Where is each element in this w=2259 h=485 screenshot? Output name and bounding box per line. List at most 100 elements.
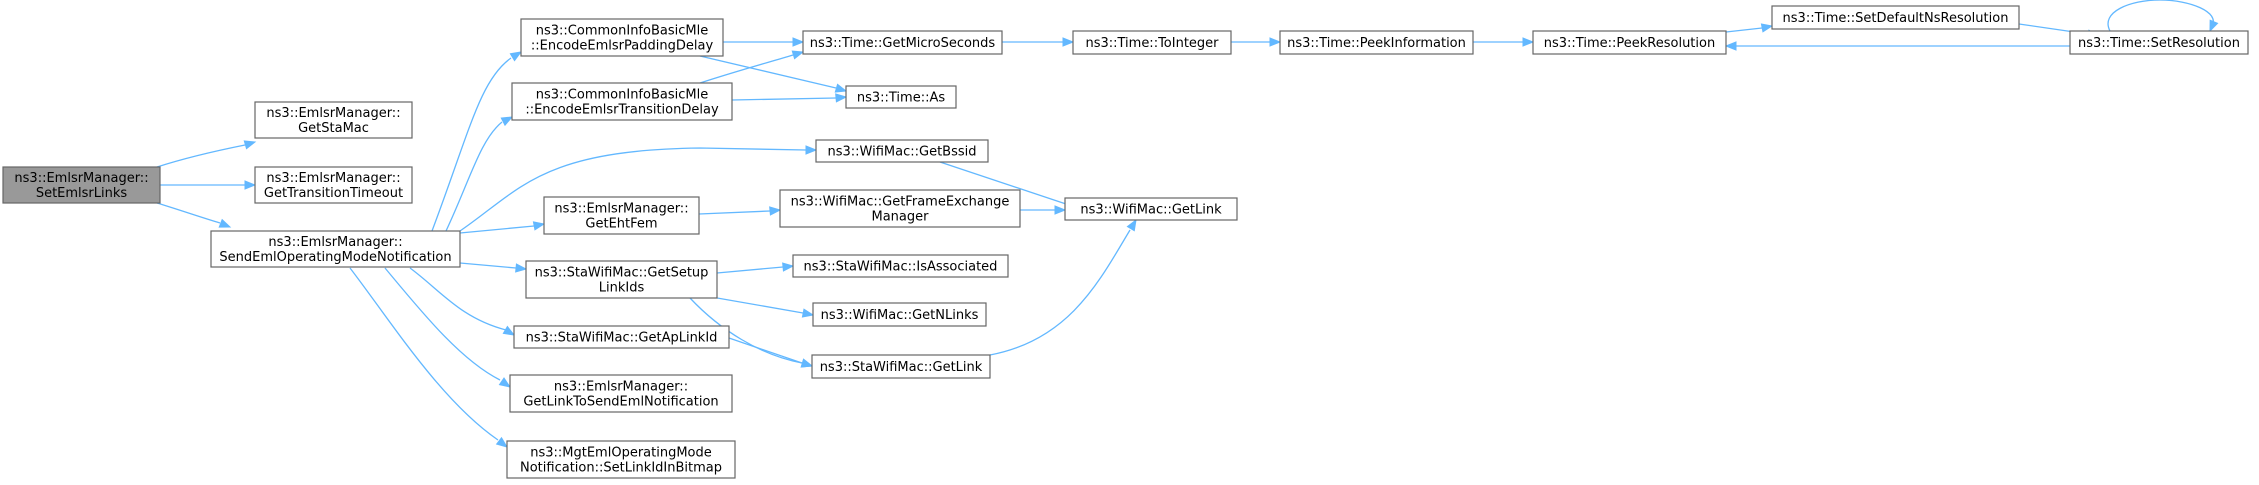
node-label: ns3::Time::PeekResolution [1544,36,1715,51]
node-box [1279,30,1474,55]
node-label: SendEmlOperatingModeNotification [219,250,451,265]
node-ns3-time-peekinformation[interactable]: ns3::Time::PeekInformation [1279,30,1474,55]
edge-n0-n2 [160,180,257,190]
edge-n6-n14 [698,206,782,216]
node-ns3-wifimac-getlink[interactable]: ns3::WifiMac::GetLink [1064,197,1238,221]
arrowhead [1724,41,1737,51]
arrowhead [782,262,795,272]
node-box [815,139,989,163]
edge-n3-n7 [459,262,528,273]
node-box [779,189,1021,228]
node-label: ns3::StaWifiMac::GetLink [820,360,983,375]
arrowhead [1126,218,1137,232]
node-ns3-wifimac-getnlinks[interactable]: ns3::WifiMac::GetNLinks [812,302,987,327]
node-box [845,85,957,109]
arrowhead [509,51,523,62]
node-label: ns3::WifiMac::GetBssid [828,145,977,160]
node-label: ns3::EmlsrManager:: [554,380,688,395]
node-box [506,440,736,479]
node-ns3-emlsrmanager-getehtfem[interactable]: ns3::EmlsrManager::GetEhtFem [543,196,700,235]
node-box [802,30,1003,55]
node-ns3-emlsrmanager-setemlsrlinks[interactable]: ns3::EmlsrManager::SetEmlsrLinks [2,166,161,204]
arrowhead [2209,19,2219,33]
edge-line [2107,0,2214,32]
arrowhead [243,140,257,150]
node-label: ns3::Time::ToInteger [1085,36,1219,51]
edge-line [445,121,503,232]
edges-layer [156,0,2219,448]
node-box [525,260,718,299]
node-ns3-time-setresolution[interactable]: ns3::Time::SetResolution [2069,30,2249,55]
edge-line [731,97,837,101]
node-label: ns3::EmlsrManager:: [268,235,402,250]
edge-n14-n19 [1020,205,1067,215]
node-label: ns3::StaWifiMac::GetApLinkId [526,331,718,346]
edge-n11-n18 [1002,37,1075,47]
node-label: ns3::EmlsrManager:: [14,171,148,186]
node-ns3-mgtemloperatingmode-notification-setlinkidinbitmap[interactable]: ns3::MgtEmlOperatingModeNotification::Se… [506,440,736,479]
node-label: ns3::Time::As [857,91,946,106]
node-box [811,354,991,379]
node-box [812,302,987,327]
edge-line [459,147,807,232]
edge-line [1725,27,1763,33]
edge-n5-n11 [699,50,805,84]
edge-line [939,161,1076,208]
node-ns3-time-as[interactable]: ns3::Time::As [845,85,957,109]
node-ns3-commoninfobasicmle-encodeemlsrpaddingdelay[interactable]: ns3::CommonInfoBasicMle::EncodeEmlsrPadd… [520,18,724,57]
arrowhead [495,436,509,448]
node-ns3-wifimac-getbssid[interactable]: ns3::WifiMac::GetBssid [815,139,989,163]
node-ns3-time-setdefaultnsresolution[interactable]: ns3::Time::SetDefaultNsResolution [1771,5,2020,30]
node-label: ns3::WifiMac::GetNLinks [821,308,979,323]
node-ns3-emlsrmanager-gettransitiontimeout[interactable]: ns3::EmlsrManager::GetTransitionTimeout [254,166,413,204]
arrowhead [532,221,546,231]
node-label: ns3::Time::PeekInformation [1287,36,1466,51]
node-label: ns3::WifiMac::GetLink [1080,203,1222,218]
edge-line [156,202,221,224]
edge-line [716,266,784,274]
node-label: LinkIds [599,281,645,296]
edge-n20-n21 [1473,37,1535,47]
edge-line [698,210,771,215]
node-ns3-commoninfobasicmle-encodeemlsrtransitiondelay[interactable]: ns3::CommonInfoBasicMle::EncodeEmlsrTran… [511,82,733,121]
node-ns3-time-peekresolution[interactable]: ns3::Time::PeekResolution [1532,30,1727,55]
edge-n3-n8 [409,267,516,336]
node-ns3-time-getmicroseconds[interactable]: ns3::Time::GetMicroSeconds [802,30,1003,55]
edge-n3-n5 [445,116,514,232]
edge-n17-n19 [989,218,1137,356]
node-ns3-stawifimac-getaplinkid[interactable]: ns3::StaWifiMac::GetApLinkId [513,325,730,349]
edge-line [459,225,535,234]
edge-line [689,297,803,364]
node-box [509,374,733,413]
node-label: ns3::EmlsrManager:: [266,171,400,186]
edge-n0-n3 [156,202,232,228]
node-box [1771,5,2020,30]
node-label: ns3::StaWifiMac::GetSetup [535,266,709,281]
edge-n4-n12 [699,55,848,93]
node-box [792,254,1009,278]
arrowhead [792,37,805,47]
node-box [543,196,700,235]
node-ns3-emlsrmanager-sendemloperatingmodenotification[interactable]: ns3::EmlsrManager::SendEmlOperatingModeN… [210,230,461,268]
arrowhead [1054,205,1067,215]
node-ns3-stawifimac-getlink[interactable]: ns3::StaWifiMac::GetLink [811,354,991,379]
node-box [1072,30,1232,55]
node-ns3-stawifimac-isassociated[interactable]: ns3::StaWifiMac::IsAssociated [792,254,1009,278]
node-ns3-emlsrmanager-getstamac[interactable]: ns3::EmlsrManager::GetStaMac [254,101,413,139]
arrowhead [500,116,514,127]
edge-n4-n11 [723,37,805,47]
node-box [2069,30,2249,55]
node-label: ns3::Time::GetMicroSeconds [810,36,996,51]
node-box [254,101,413,139]
arrowhead [1269,37,1282,47]
node-ns3-emlsrmanager-getlinktosendemlnotification[interactable]: ns3::EmlsrManager::GetLinkToSendEmlNotif… [509,374,733,413]
node-label: ns3::WifiMac::GetFrameExchange [791,195,1010,210]
edge-line [728,337,803,364]
node-label: ::EncodeEmlsrPaddingDelay [531,39,714,54]
edge-n8-n17 [728,337,814,368]
arrowhead [1522,37,1535,47]
node-box [254,166,413,204]
node-ns3-time-tointeger[interactable]: ns3::Time::ToInteger [1072,30,1232,55]
